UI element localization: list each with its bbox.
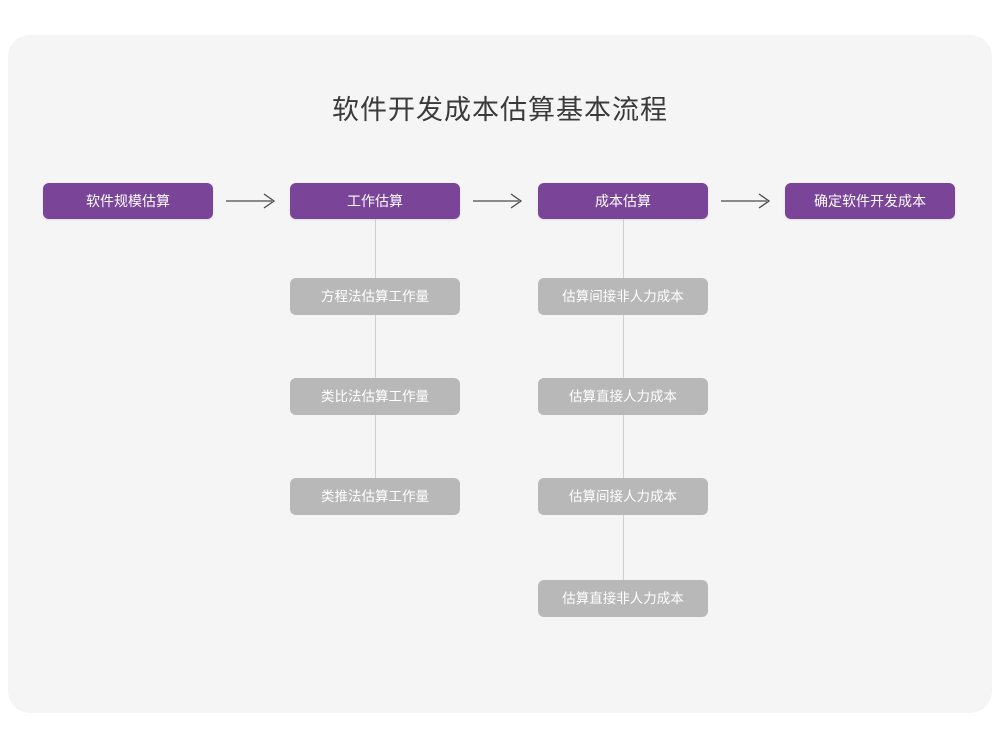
page-title: 软件开发成本估算基本流程 [332,95,668,125]
sub-box-equation-method-workload[interactable]: 方程法估算工作量 [290,278,460,315]
sub-box-analogy-method-workload[interactable]: 类比法估算工作量 [290,378,460,415]
sub-box-inference-method-workload[interactable]: 类推法估算工作量 [290,478,460,515]
sub-box-indirect-labor-cost[interactable]: 估算间接人力成本 [538,478,708,515]
stage-box-software-scale-estimation[interactable]: 软件规模估算 [43,183,213,219]
stage-box-determine-development-cost[interactable]: 确定软件开发成本 [785,183,955,219]
connector-line-work-estimation [375,219,376,515]
stage-box-cost-estimation[interactable]: 成本估算 [538,183,708,219]
sub-box-direct-labor-cost[interactable]: 估算直接人力成本 [538,378,708,415]
arrow-right-icon-0 [224,190,280,212]
connector-line-cost-estimation [623,219,624,617]
sub-box-direct-nonlabor-cost[interactable]: 估算直接非人力成本 [538,580,708,617]
stage-box-work-estimation[interactable]: 工作估算 [290,183,460,219]
sub-box-indirect-nonlabor-cost[interactable]: 估算间接非人力成本 [538,278,708,315]
arrow-right-icon-1 [471,190,527,212]
diagram-card [8,35,992,713]
arrow-right-icon-2 [719,190,775,212]
